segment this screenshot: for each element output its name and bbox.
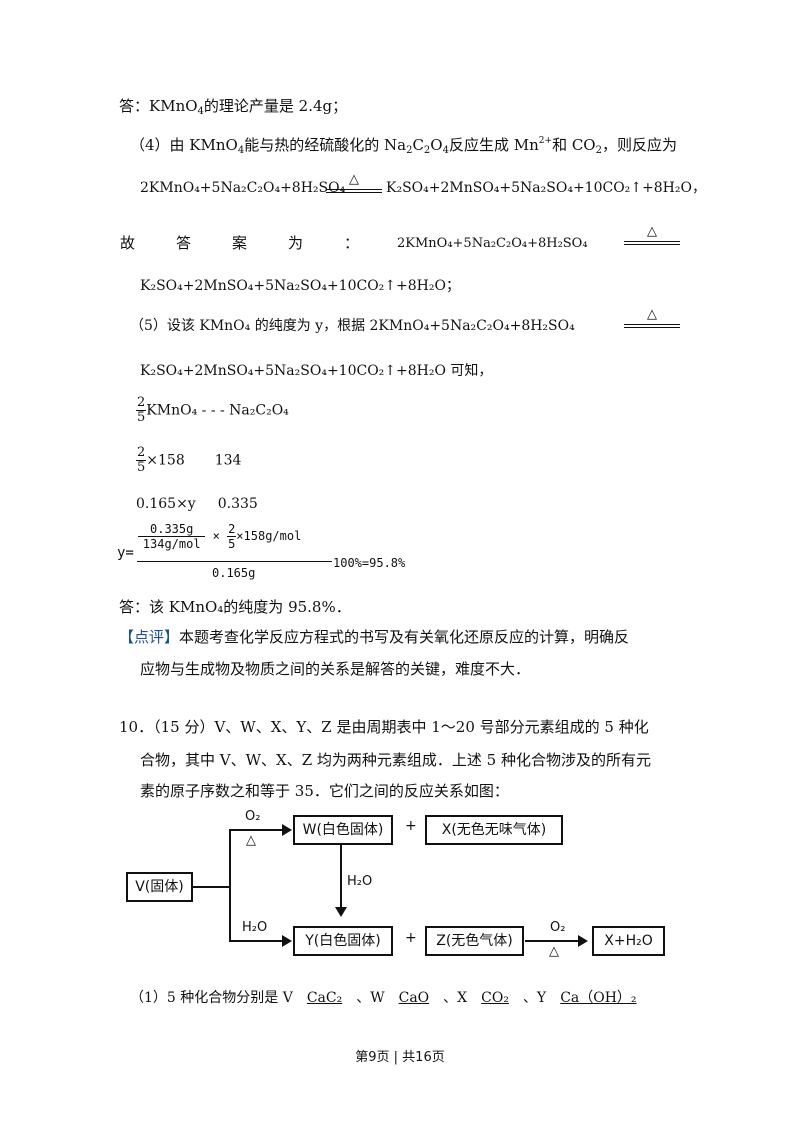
answer-label-1: 故	[120, 234, 136, 252]
box-Z: Z(无色气体)	[425, 926, 524, 956]
answer-label-5: ：	[344, 234, 360, 252]
part5-equation-cont: K₂SO₄+2MnSO₄+5Na₂SO₄+10CO₂↑+8H₂O 可知，	[140, 363, 493, 379]
q10-line-2: 合物，其中 V、W、X、Z 均为两种元素组成．上述 5 种化合物涉及的所有元	[140, 751, 651, 769]
h2o-label: H₂O	[242, 920, 268, 935]
page-footer: 第9页 | 共16页	[355, 1050, 445, 1065]
arrow-head	[335, 907, 347, 917]
comment-line-2: 应物与生成物及物质之间的关系是解答的关键，难度不大．	[140, 660, 531, 678]
box-V: V(固体)	[126, 872, 193, 902]
q10-line-3: 素的原子序数之和等于 35．它们之间的反应关系如图：	[140, 782, 509, 800]
heat-label: △	[549, 944, 559, 959]
plus-sign: +	[405, 930, 417, 946]
heat-equals-sign: △	[326, 172, 382, 194]
box-X: X(无色无味气体)	[425, 815, 563, 845]
part4-equation-right: K₂SO₄+2MnSO₄+5Na₂SO₄+10CO₂↑+8H₂O，	[386, 180, 706, 196]
box-W: W(白色固体)	[293, 815, 393, 845]
answer-yield: 答：KMnO4的理论产量是 2.4g；	[119, 97, 348, 117]
arrow-line	[525, 940, 581, 942]
plus-sign: +	[405, 818, 417, 834]
heat-equals-sign: △	[624, 224, 680, 246]
heat-equals-sign: △	[624, 307, 680, 329]
o2-label: O₂	[550, 920, 566, 935]
box-X-H2O: X+H₂O	[592, 926, 665, 956]
comment-line-1: 【点评】本题考查化学反应方程式的书写及有关氧化还原反应的计算，明确反	[119, 628, 630, 646]
arrow-line	[229, 940, 285, 942]
answer-label-4: 为	[288, 234, 304, 252]
answer-equation-right: K₂SO₄+2MnSO₄+5Na₂SO₄+10CO₂↑+8H₂O；	[140, 278, 460, 294]
part4-equation-left: 2KMnO₄+5Na₂C₂O₄+8H₂SO₄	[140, 180, 346, 196]
fraction-bar	[137, 561, 332, 562]
q10-line-1: 10．（15 分）V、W、X、Y、Z 是由周期表中 1～20 号部分元素组成的 …	[119, 718, 649, 736]
calc-result: 100%=95.8%	[333, 556, 406, 570]
answer-label-3: 案	[232, 234, 248, 252]
comment-label: 【点评】	[119, 628, 180, 646]
heat-label: △	[246, 833, 256, 848]
arrow-line	[229, 829, 285, 831]
part4-intro: （4）由 KMnO4能与热的经硫酸化的 Na2C2O4反应生成 Mn2+和 CO…	[130, 136, 677, 156]
connector-line	[229, 829, 231, 940]
box-Y: Y(白色固体)	[293, 926, 393, 956]
connector-line	[191, 886, 230, 888]
arrow-head	[578, 935, 588, 947]
o2-label: O₂	[245, 809, 261, 824]
purity-answer: 答：该 KMnO₄的纯度为 95.8%．	[119, 598, 351, 616]
arrow-line	[340, 845, 342, 909]
answer-equation-left: 2KMnO₄+5Na₂C₂O₄+8H₂SO₄	[397, 236, 588, 251]
answer-label-2: 答	[176, 234, 192, 252]
arrow-head	[282, 824, 292, 836]
h2o-label: H₂O	[347, 874, 373, 889]
part5-intro: （5）设该 KMnO₄ 的纯度为 y，根据 2KMnO₄+5Na₂C₂O₄+8H…	[130, 318, 575, 334]
calc-y: y=	[117, 545, 134, 561]
calc-denominator: 0.165g	[212, 566, 256, 580]
arrow-head	[282, 935, 292, 947]
